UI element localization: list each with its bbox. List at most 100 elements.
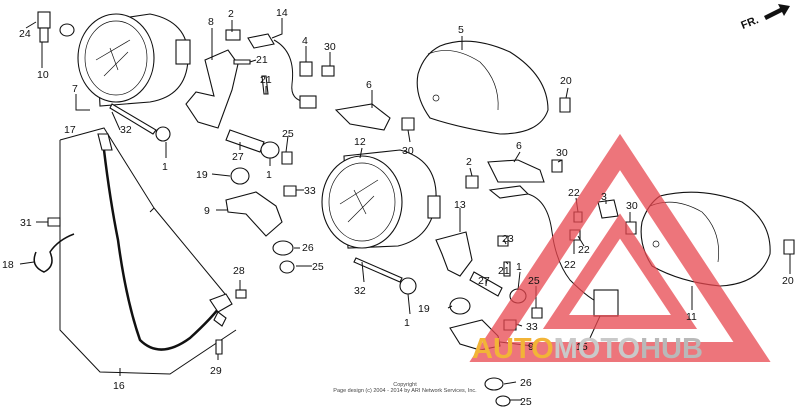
callout: 33 — [526, 321, 538, 333]
washer-26b — [484, 377, 504, 391]
callout: 26 — [520, 377, 532, 389]
screw-29 — [215, 339, 223, 355]
rubber-19 — [230, 167, 250, 185]
callout: 1 — [162, 161, 168, 173]
callout: 6 — [366, 79, 372, 91]
callout: 25 — [520, 396, 532, 408]
callout: 1 — [404, 317, 410, 329]
callout: 21 — [256, 54, 268, 66]
grommet-24 — [59, 23, 75, 37]
callout: 1 — [516, 261, 522, 273]
upper-meter-assembly — [37, 11, 335, 274]
callout: 24 — [19, 28, 31, 40]
callout: 21 — [498, 265, 510, 277]
callout: 31 — [20, 217, 32, 229]
callout: 9 — [204, 205, 210, 217]
wire-connector — [299, 95, 317, 109]
callout: 32 — [354, 285, 366, 297]
rubber-19b — [449, 297, 471, 315]
callout: 27 — [478, 275, 490, 287]
grommet-1 — [260, 141, 280, 159]
cover-6-top — [334, 103, 391, 131]
front-arrow-icon — [764, 4, 790, 20]
clip-2 — [225, 29, 241, 41]
copyright-notice: Copyright Page design (c) 2004 - 2014 by… — [290, 382, 520, 394]
bulb-socket-b — [488, 185, 530, 199]
callout: 26 — [302, 242, 314, 254]
callout: 25 — [312, 261, 324, 273]
callout: 22 — [564, 259, 576, 271]
watermark-moto: MOTO — [553, 333, 641, 365]
trip-knob — [37, 11, 51, 43]
callout: 28 — [233, 265, 245, 277]
watermark-hub: HUB — [640, 333, 703, 365]
screw-21c — [503, 261, 511, 277]
clip-31 — [47, 217, 61, 227]
copyright-line1: Copyright — [393, 382, 417, 388]
callout: 6 — [516, 140, 522, 152]
cover-6-mid — [487, 159, 545, 183]
bolt-32b — [353, 257, 403, 283]
part-30-top — [321, 65, 335, 77]
callout: 12 — [354, 136, 366, 148]
nut-25c — [531, 307, 543, 319]
callout: 5 — [458, 24, 464, 36]
watermark-logo — [469, 133, 771, 362]
meter-bracket — [185, 49, 239, 129]
callout: 22 — [578, 244, 590, 256]
harness-wire — [273, 39, 307, 103]
cable-guide-18 — [33, 233, 75, 273]
nut-25d — [495, 395, 511, 407]
bulb-socket — [247, 33, 275, 49]
callout: 25 — [528, 275, 540, 287]
speedometer-gauge — [77, 13, 191, 107]
callout: 33 — [304, 185, 316, 197]
callout: 1 — [266, 169, 272, 181]
meter-cable-assembly — [33, 127, 247, 375]
cable-end-17 — [97, 133, 113, 151]
callout: 19 — [418, 303, 430, 315]
copyright-line2: Page design (c) 2004 - 2014 by ARI Netwo… — [333, 388, 477, 394]
cable-fitting — [209, 293, 233, 313]
callout: 30 — [324, 41, 336, 53]
bracket-13 — [435, 231, 473, 277]
callout: 20 — [560, 75, 572, 87]
callout: 20 — [782, 275, 794, 287]
screw-20-top — [559, 97, 571, 113]
callout: 22 — [568, 187, 580, 199]
callout-numbers: 24 10 8 2 14 4 30 21 21 7 32 17 1 27 25 … — [2, 7, 794, 408]
callout: 23 — [502, 233, 514, 245]
callout: 9 — [528, 341, 534, 353]
callout: 30 — [556, 147, 568, 159]
callout: 30 — [626, 200, 638, 212]
callout: 8 — [208, 16, 214, 28]
holder-29 — [213, 311, 227, 327]
speedometer-cable — [102, 149, 224, 351]
callout: 2 — [228, 8, 234, 20]
tachometer-gauge — [321, 149, 441, 249]
callout: 29 — [210, 365, 222, 377]
screw-30-mid — [401, 117, 415, 131]
bracket-9 — [225, 191, 283, 237]
watermark-auto: AUTO — [472, 333, 554, 365]
clip-2b — [465, 175, 479, 189]
callout: 4 — [302, 35, 308, 47]
callout: 21 — [260, 74, 272, 86]
washer-26 — [272, 240, 294, 256]
grommet-1c — [399, 277, 417, 295]
nut-25b — [279, 260, 295, 274]
callout: 2 — [466, 156, 472, 168]
screw-21a — [233, 59, 251, 65]
screw-30-lower — [551, 159, 563, 173]
callout: 14 — [276, 7, 288, 19]
screw-33 — [283, 185, 297, 197]
collar-27 — [225, 129, 265, 153]
callout: 3 — [601, 191, 607, 203]
callout: 27 — [232, 151, 244, 163]
callout: 16 — [113, 380, 125, 392]
callout: 15 — [576, 341, 588, 353]
clip-28 — [235, 289, 247, 299]
bolt-32 — [109, 103, 157, 135]
watermark-text: AUTOMOTOHUB — [472, 333, 703, 366]
callout: 7 — [72, 83, 78, 95]
